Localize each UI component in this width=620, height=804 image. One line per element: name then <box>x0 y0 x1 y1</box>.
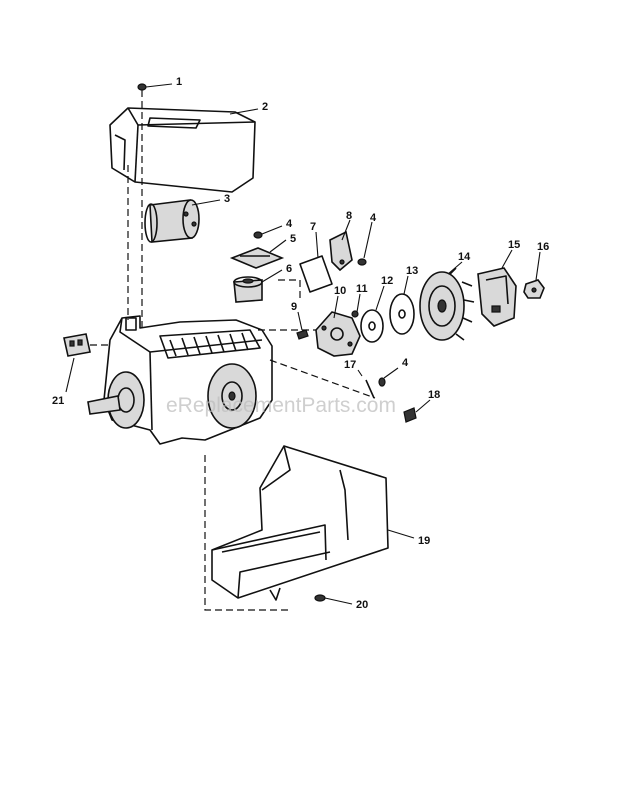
leader-lines <box>65 83 541 605</box>
part-plate <box>299 255 333 293</box>
callout-4a: 4 <box>286 218 293 230</box>
part-disk-12 <box>360 309 384 343</box>
callout-5: 5 <box>290 233 296 245</box>
part-clip <box>329 230 353 272</box>
part-switch <box>233 276 263 303</box>
callout-14: 14 <box>458 251 471 263</box>
callout-15: 15 <box>508 239 520 251</box>
part-screw-small <box>296 329 309 340</box>
callout-1: 1 <box>176 76 182 88</box>
part-screw-bottom <box>314 594 326 602</box>
callout-11: 11 <box>356 283 368 295</box>
callout-21: 21 <box>52 395 64 407</box>
callout-3: 3 <box>224 193 230 205</box>
callout-16: 16 <box>537 241 549 253</box>
callout-17: 17 <box>344 359 356 371</box>
callout-18: 18 <box>428 389 440 401</box>
part-pin <box>365 377 386 399</box>
part-motor-body <box>87 315 273 445</box>
callout-8: 8 <box>346 210 352 222</box>
callout-2: 2 <box>262 101 268 113</box>
part-disk-13 <box>389 293 415 335</box>
callout-19: 19 <box>418 535 430 547</box>
part-motor-cover <box>109 107 256 193</box>
part-capacitor <box>144 199 200 243</box>
callout-labels: 1 2 3 4 5 6 7 8 4 9 10 11 12 13 14 15 16… <box>52 76 549 611</box>
callout-9: 9 <box>291 301 297 313</box>
assembly-guide-lines <box>90 90 376 611</box>
part-nut <box>523 279 545 299</box>
part-terminal-block <box>63 333 91 357</box>
part-screw-top <box>137 83 147 91</box>
callout-20: 20 <box>356 599 368 611</box>
part-bracket-assembly <box>229 231 285 269</box>
part-screw-right <box>357 258 367 266</box>
part-base-tray <box>211 445 389 601</box>
callout-4b: 4 <box>370 212 377 224</box>
callout-10: 10 <box>334 285 346 297</box>
callout-13: 13 <box>406 265 418 277</box>
callout-12: 12 <box>381 275 393 287</box>
part-key <box>403 407 417 423</box>
part-sprocket <box>419 267 475 341</box>
callout-4c: 4 <box>402 357 409 369</box>
callout-6: 6 <box>286 263 292 275</box>
part-gear-plate <box>315 311 361 357</box>
part-housing-bracket <box>477 267 517 327</box>
watermark-text: eReplacementParts.com <box>166 394 396 417</box>
part-washer-small <box>351 310 359 318</box>
callout-7: 7 <box>310 221 316 233</box>
